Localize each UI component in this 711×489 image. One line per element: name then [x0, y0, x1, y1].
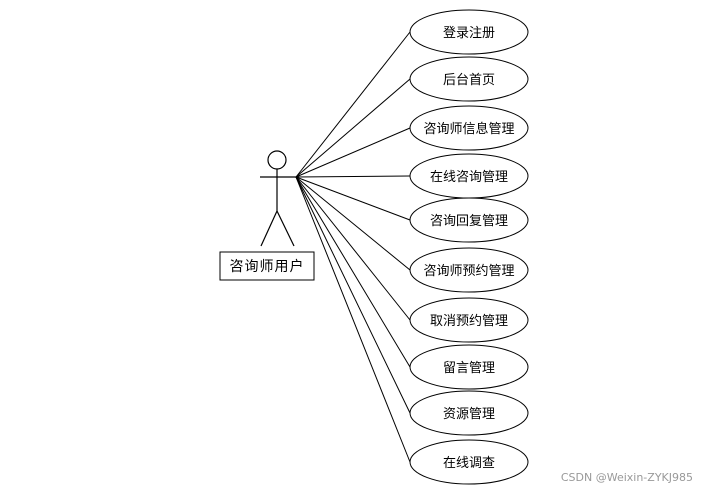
association-lines	[295, 31, 411, 463]
use-case-ellipse	[409, 56, 529, 102]
actor-right-leg	[276, 210, 295, 247]
actor-label-box: 咨询师用户	[219, 251, 315, 281]
use-case-label: 在线调查	[443, 456, 495, 471]
association-line	[295, 176, 411, 271]
use-case-ellipse	[409, 9, 529, 55]
association-line	[295, 175, 411, 178]
use-case: 在线调查	[409, 439, 529, 485]
association-line	[295, 176, 411, 368]
watermark: CSDN @Weixin-ZYKJ985	[561, 471, 693, 484]
use-case-ellipse	[409, 247, 529, 293]
association-line	[295, 176, 411, 414]
use-case: 留言管理	[409, 344, 529, 390]
use-case: 咨询师信息管理	[409, 105, 529, 151]
use-case-ellipse	[409, 344, 529, 390]
association-line	[295, 176, 411, 463]
use-case: 咨询师预约管理	[409, 247, 529, 293]
use-case-label: 后台首页	[443, 73, 495, 88]
use-case-label: 咨询师信息管理	[423, 121, 514, 137]
use-case-label: 取消预约管理	[430, 314, 508, 329]
association-line	[295, 176, 411, 321]
use-case-list: 登录注册后台首页咨询师信息管理在线咨询管理咨询回复管理咨询师预约管理取消预约管理…	[409, 9, 529, 485]
use-case: 在线咨询管理	[409, 153, 529, 199]
use-case: 资源管理	[409, 390, 529, 436]
association-line	[295, 127, 411, 178]
actor-left-leg	[260, 210, 278, 247]
actor-figure	[260, 150, 296, 247]
use-case-label: 资源管理	[443, 407, 495, 422]
use-case-label: 在线咨询管理	[430, 170, 508, 185]
use-case-ellipse	[409, 439, 529, 485]
actor-label: 咨询师用户	[230, 258, 305, 275]
use-case-ellipse	[409, 197, 529, 243]
actor-label-frame	[219, 251, 315, 281]
use-case: 登录注册	[409, 9, 529, 55]
use-case-label: 登录注册	[443, 26, 495, 41]
actor-head	[267, 150, 287, 170]
use-case: 咨询回复管理	[409, 197, 529, 243]
association-line	[295, 176, 411, 221]
use-case-ellipse	[409, 297, 529, 343]
association-line	[295, 31, 411, 178]
use-case: 取消预约管理	[409, 297, 529, 343]
use-case-label: 咨询师预约管理	[423, 264, 514, 279]
use-case: 后台首页	[409, 56, 529, 102]
use-case-ellipse	[409, 390, 529, 436]
use-case-ellipse	[409, 105, 529, 151]
use-case-label: 留言管理	[443, 361, 495, 376]
use-case-label: 咨询回复管理	[430, 214, 508, 229]
association-line	[295, 78, 411, 178]
